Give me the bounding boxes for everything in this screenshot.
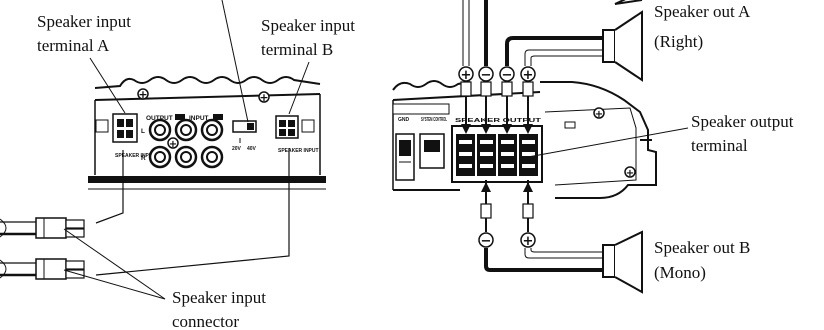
- svg-text:+: +: [461, 68, 472, 83]
- svg-text:+: +: [523, 234, 534, 249]
- left-amplifier: + + SPEAKER INPUT OUTPUT INPUT L R: [88, 76, 326, 190]
- speaker-input-connector: [0, 217, 85, 239]
- plus-polarity-icon: +: [520, 66, 536, 83]
- channel-l-text: L: [141, 128, 145, 135]
- svg-text:−: −: [481, 68, 492, 83]
- switch-40v-text: 40V: [247, 146, 257, 152]
- svg-text:+: +: [626, 168, 634, 179]
- channel-r-text: R: [141, 155, 146, 162]
- plus-polarity-icon: +: [458, 66, 474, 83]
- speaker-input-connector: [0, 258, 85, 280]
- ground-terminal: [395, 133, 415, 181]
- system-control-text: SYSTEM CONTROL: [421, 117, 447, 123]
- screw-icon: +: [624, 166, 636, 179]
- minus-polarity-icon: −: [478, 66, 494, 83]
- minus-polarity-icon: −: [478, 232, 494, 249]
- speaker-icon: [602, 230, 643, 294]
- label-input-b-line2: terminal B: [261, 40, 333, 59]
- screw-icon: +: [593, 107, 605, 120]
- label-out-b-line1: Speaker out B: [654, 238, 750, 257]
- svg-text:+: +: [523, 68, 534, 83]
- speaker-output-terminal: SPEAKER OUTPUT: [451, 118, 543, 183]
- label-input-a-line2: terminal A: [37, 36, 110, 55]
- label-input-b-line1: Speaker input: [261, 16, 355, 35]
- speaker-out-a-wiring: + − − +: [458, 0, 643, 134]
- svg-text:+: +: [595, 109, 603, 120]
- speaker-input-terminal-b: SPEAKER INPUT: [275, 115, 319, 154]
- label-input-a-line1: Speaker input: [37, 12, 131, 31]
- label-out-a-line1: Speaker out A: [654, 2, 751, 21]
- output-text: OUTPUT: [146, 115, 173, 122]
- rca-jacks: +: [148, 118, 224, 169]
- input-text: INPUT: [189, 115, 209, 122]
- label-connector-line2: connector: [172, 312, 239, 330]
- svg-text:+: +: [169, 139, 177, 150]
- speaker-output-text: SPEAKER OUTPUT: [455, 118, 541, 124]
- screw-icon: +: [258, 91, 270, 104]
- svg-text:−: −: [481, 234, 492, 249]
- label-out-a-line2: (Right): [654, 32, 703, 51]
- input-level-switch: 20V 40V: [232, 120, 257, 152]
- label-connector-line1: Speaker input: [172, 288, 266, 307]
- svg-text:+: +: [259, 91, 268, 104]
- label-output-terminal-line2: terminal: [691, 136, 748, 155]
- right-amplifier: + + GND SYSTEM CONTROL SPEAKER OUTPUT: [392, 80, 657, 199]
- speaker-input-text-b: SPEAKER INPUT: [278, 148, 319, 154]
- speaker-icon: [602, 0, 643, 82]
- speaker-input-terminal-a: SPEAKER INPUT: [95, 113, 156, 159]
- svg-text:−: −: [502, 68, 513, 83]
- plus-polarity-icon: +: [520, 232, 536, 249]
- label-out-b-line2: (Mono): [654, 263, 706, 282]
- svg-text:+: +: [138, 88, 147, 101]
- speaker-out-b-wiring: − +: [478, 180, 643, 294]
- speaker-input-text: SPEAKER INPUT: [115, 153, 156, 159]
- gnd-text: GND: [398, 117, 410, 123]
- label-output-terminal-line1: Speaker output: [691, 112, 794, 131]
- screw-icon: +: [137, 88, 149, 101]
- system-control-terminal: [419, 133, 445, 169]
- minus-polarity-icon: −: [499, 66, 515, 83]
- switch-20v-text: 20V: [232, 146, 242, 152]
